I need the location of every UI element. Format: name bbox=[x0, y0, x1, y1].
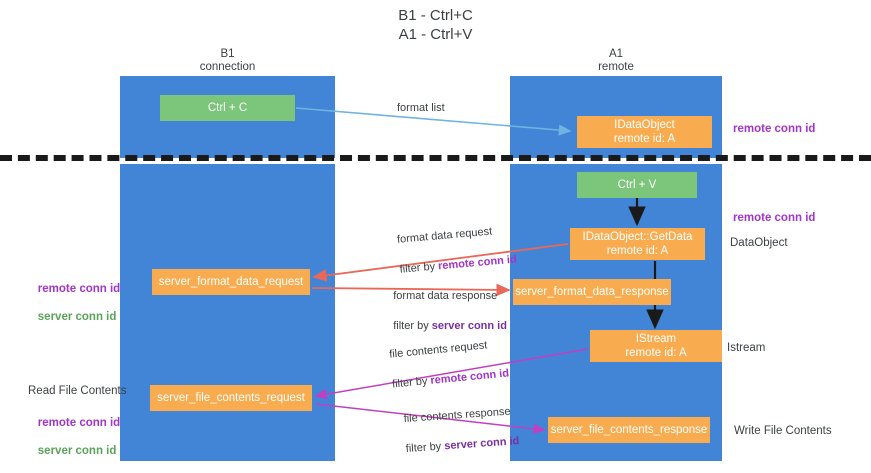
label-remote-conn-id-mid: remote conn id bbox=[733, 212, 816, 224]
label-read-file-contents: Read File Contents bbox=[28, 385, 127, 397]
label-left-conn-ids-bottom: remote conn id server conn id bbox=[25, 402, 120, 472]
lane-b1-bottom bbox=[120, 164, 335, 461]
node-server-file-contents-response[interactable]: server_file_contents_response bbox=[548, 417, 710, 443]
label-write-file-contents: Write File Contents bbox=[734, 425, 832, 437]
edge-label-format-data-response-filter: filter by bbox=[393, 320, 432, 332]
diagram-title: B1 - Ctrl+C A1 - Ctrl+V bbox=[398, 7, 473, 43]
edge-label-file-contents-request-filter: filter by bbox=[391, 374, 432, 391]
node-server-format-data-request[interactable]: server_format_data_request bbox=[152, 269, 310, 295]
edge-label-file-contents-response: file contents response filter by server … bbox=[390, 389, 521, 473]
edge-label-file-contents-response-text: file contents response bbox=[403, 405, 511, 426]
column-header-a1: A1 remote bbox=[598, 48, 634, 73]
node-server-file-contents-request[interactable]: server_file_contents_request bbox=[150, 385, 312, 411]
edge-label-format-data-response-text: format data response bbox=[393, 290, 498, 302]
label-left-conn-ids-top: remote conn id server conn id bbox=[25, 268, 120, 338]
edge-label-format-data-response: format data response filter by server co… bbox=[381, 274, 507, 349]
edge-label-file-contents-response-filter-value: server conn id bbox=[443, 435, 520, 453]
edge-format-list bbox=[295, 107, 572, 136]
node-idataobject-getdata[interactable]: IDataObject::GetData remote id: A bbox=[570, 228, 705, 260]
edge-format-data-response bbox=[311, 283, 511, 297]
edge-label-file-contents-request-filter-value: remote conn id bbox=[429, 367, 510, 387]
section-divider bbox=[0, 155, 871, 161]
edge-label-file-contents-request-text: file contents request bbox=[388, 339, 488, 361]
label-istream: Istream bbox=[727, 342, 766, 354]
column-header-b1: B1 connection bbox=[199, 48, 256, 73]
edge-label-format-data-request-filter-value: remote conn id bbox=[437, 253, 518, 273]
edge-label-format-data-request-text: format data request bbox=[396, 225, 493, 246]
label-remote-conn-id-left-bottom: remote conn id bbox=[37, 417, 121, 429]
edge-format-data-request bbox=[312, 243, 569, 282]
node-idataobject[interactable]: IDataObject remote id: A bbox=[577, 116, 712, 148]
node-ctrl-c[interactable]: Ctrl + C bbox=[160, 95, 295, 121]
edge-label-format-list: format list bbox=[397, 102, 445, 114]
node-istream[interactable]: IStream remote id: A bbox=[590, 330, 722, 362]
label-remote-conn-id-left-top: remote conn id bbox=[37, 283, 121, 295]
edge-file-contents-response bbox=[315, 403, 546, 435]
label-dataobject: DataObject bbox=[730, 237, 788, 249]
node-ctrl-v[interactable]: Ctrl + V bbox=[577, 172, 697, 198]
label-server-conn-id-left-top: server conn id bbox=[37, 311, 117, 323]
edge-label-format-data-response-filter-value: server conn id bbox=[431, 320, 507, 332]
label-server-conn-id-left-bottom: server conn id bbox=[37, 445, 117, 457]
node-server-format-data-response[interactable]: server_format_data_response bbox=[513, 279, 671, 305]
edge-file-contents-request bbox=[314, 348, 589, 400]
label-remote-conn-id-top: remote conn id bbox=[733, 123, 816, 135]
edge-label-file-contents-response-filter: filter by bbox=[405, 440, 445, 456]
lane-a1-bottom bbox=[510, 164, 722, 461]
